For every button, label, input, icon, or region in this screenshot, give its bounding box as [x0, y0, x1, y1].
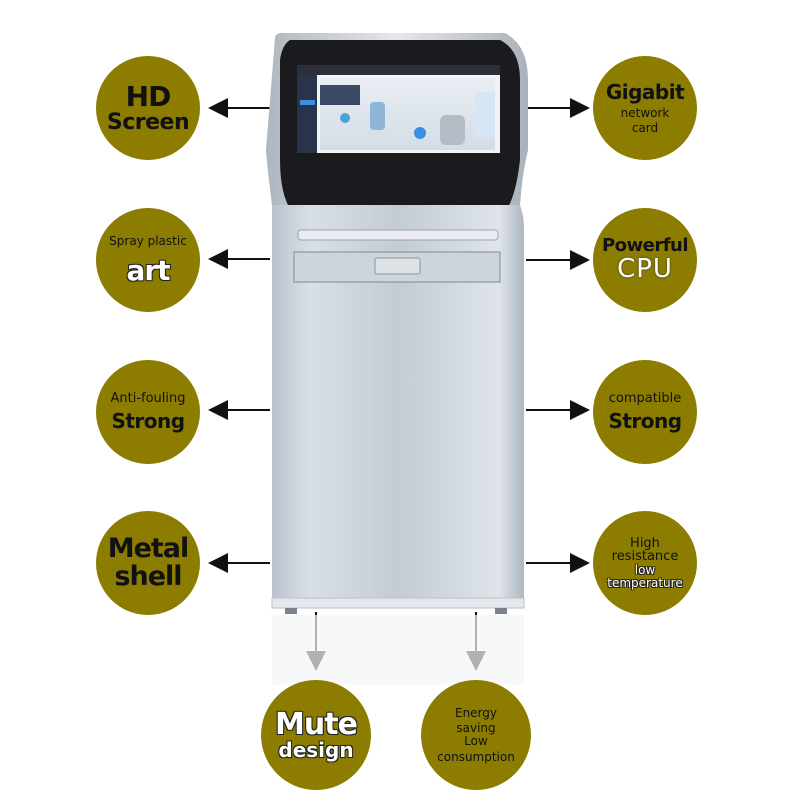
kiosk-reflection: [272, 615, 524, 685]
front-slot: [297, 229, 499, 241]
energy-line4: consumption: [437, 749, 515, 764]
feature-gigabit: Gigabit network card: [593, 56, 697, 160]
feature-powerful-cpu: Powerful CPU: [593, 208, 697, 312]
feature-mute-design: Mute design: [261, 680, 371, 790]
hd-screen-line1: HD: [125, 79, 172, 113]
spray-line1: Spray plastic: [109, 234, 187, 248]
mute-line2: design: [278, 738, 354, 763]
feature-anti-fouling: Anti-fouling Strong: [96, 360, 200, 464]
compatible-line2: Strong: [608, 409, 682, 434]
hd-screen-line2: Screen: [106, 110, 190, 136]
gigabit-line2: network: [620, 105, 670, 120]
antifouling-line1: Anti-fouling: [110, 390, 186, 406]
kiosk-base: [271, 597, 525, 609]
feature-temperature: High resistance low temperature: [593, 511, 697, 615]
metal-line2: shell: [114, 561, 182, 592]
feature-energy-saving: Energy saving Low consumption: [421, 680, 531, 790]
energy-line1: Energy: [454, 705, 497, 720]
feature-hd-screen: HD Screen: [96, 56, 200, 160]
temperature-line4: temperature: [607, 575, 683, 590]
antifouling-line2: Strong: [111, 409, 185, 434]
kiosk-body: [272, 205, 524, 605]
temperature-line3: low: [634, 563, 656, 578]
metal-line1: Metal: [107, 532, 190, 564]
cpu-line1: Powerful: [601, 234, 689, 256]
cpu-line2: CPU: [617, 253, 673, 284]
feature-compatible: compatible Strong: [593, 360, 697, 464]
gigabit-line1: Gigabit: [605, 79, 685, 104]
feature-metal-shell: Metal shell: [96, 511, 200, 615]
temperature-line1: High: [630, 535, 660, 551]
temperature-line2: resistance: [611, 549, 679, 565]
drawer-handle: [374, 257, 421, 275]
energy-line2: saving: [456, 721, 496, 736]
gigabit-line3: card: [631, 120, 659, 135]
feature-spray-plastic: Spray plastic art: [96, 208, 200, 312]
mute-line1: Mute: [275, 706, 358, 742]
compatible-line1: compatible: [608, 390, 682, 406]
spray-line2: art: [126, 253, 170, 287]
energy-line3: Low: [464, 734, 488, 748]
